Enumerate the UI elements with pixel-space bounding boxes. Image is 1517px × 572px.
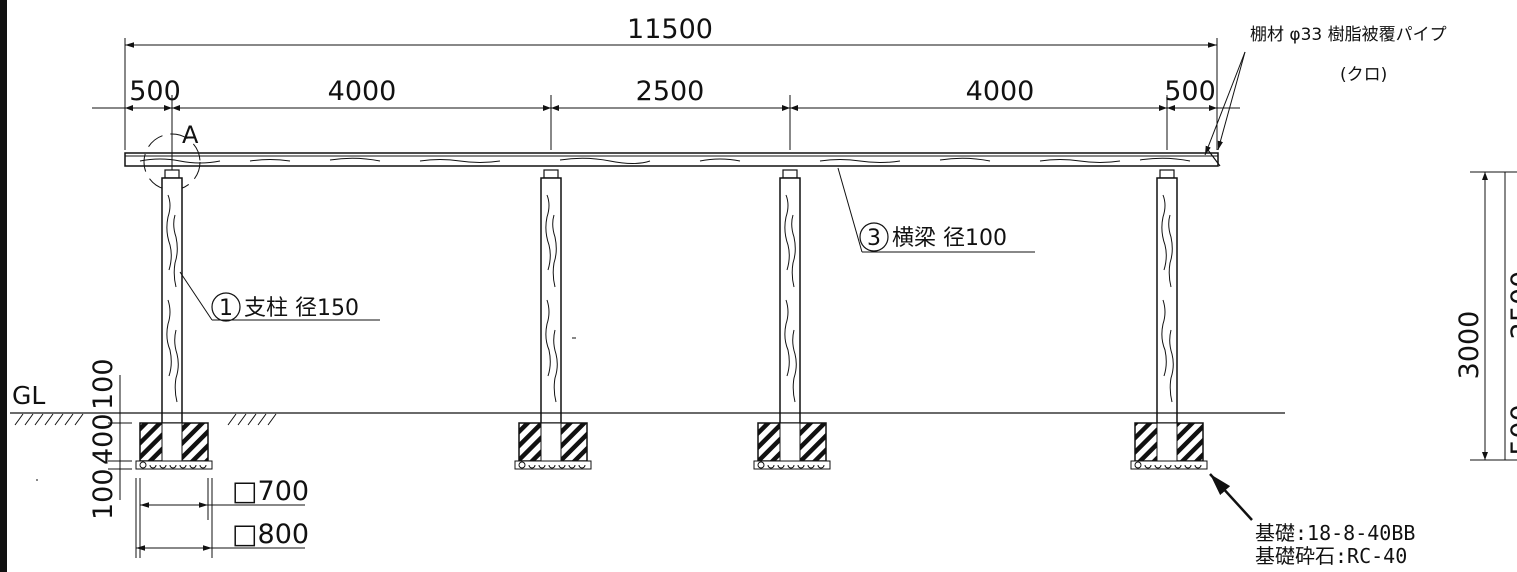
footing-outer-label: □800 (232, 519, 309, 550)
post-2 (540, 169, 562, 459)
footing-inner-label: □700 (232, 476, 309, 507)
foundation-3 (753, 422, 831, 470)
foundation-2 (514, 422, 592, 470)
left-dim-middle: 400 (88, 413, 119, 465)
foundation-4 (1130, 422, 1208, 470)
foundation-callout: 基礎:18-8-40BB 基礎砕石:RC-40 (1209, 473, 1415, 568)
shelf-material-callout: 棚材 φ33 樹脂被覆パイプ (クロ) (1204, 25, 1447, 156)
right-lower-label: 500 (1506, 404, 1517, 456)
overall-dimension: 11500 (124, 14, 1218, 150)
beam-number-circle (859, 222, 889, 252)
span-label-3: 2500 (636, 76, 705, 107)
left-dim-top: 100 (88, 358, 119, 410)
shelf-beam (124, 149, 1221, 167)
beam-label: 横梁 径100 (892, 226, 1007, 251)
foundation-gravel-label: 基礎砕石:RC-40 (1255, 544, 1407, 568)
detail-marker-label: A (182, 121, 199, 149)
left-dim-bottom: 100 (88, 468, 119, 520)
span-label-4: 4000 (966, 76, 1035, 107)
left-border (0, 0, 7, 572)
post-number-circle (211, 292, 241, 322)
overall-length-label: 11500 (627, 14, 713, 45)
shelf-material-label: 棚材 φ33 樹脂被覆パイプ (1250, 25, 1447, 45)
shelf-color-label: (クロ) (1340, 65, 1387, 85)
post-4 (1156, 169, 1178, 459)
post-3 (779, 169, 801, 459)
ground-line: GL (10, 381, 1285, 426)
span-label-2: 4000 (328, 76, 397, 107)
right-vertical-dimensions: 3000 2500 500 (1454, 171, 1517, 461)
right-total-label: 3000 (1454, 311, 1485, 380)
span-dimensions: 500 4000 2500 4000 500 (92, 76, 1240, 150)
foundation-label: 基礎:18-8-40BB (1255, 521, 1415, 545)
post-1 (161, 169, 183, 459)
left-vertical-dimensions: 100 400 100 (88, 358, 132, 520)
post-callout: 1 支柱 径150 (179, 271, 380, 322)
post-label: 支柱 径150 (244, 296, 359, 321)
span-label-1: 500 (129, 76, 181, 107)
right-upper-label: 2500 (1506, 271, 1517, 340)
foundation-1 (135, 422, 213, 470)
ground-label: GL (12, 381, 45, 410)
footing-dimensions: □700 □800 (135, 476, 309, 558)
beam-number: 3 (867, 226, 881, 251)
beam-callout: 3 横梁 径100 (837, 167, 1035, 253)
post-number: 1 (219, 296, 233, 321)
span-label-5: 500 (1164, 76, 1216, 107)
